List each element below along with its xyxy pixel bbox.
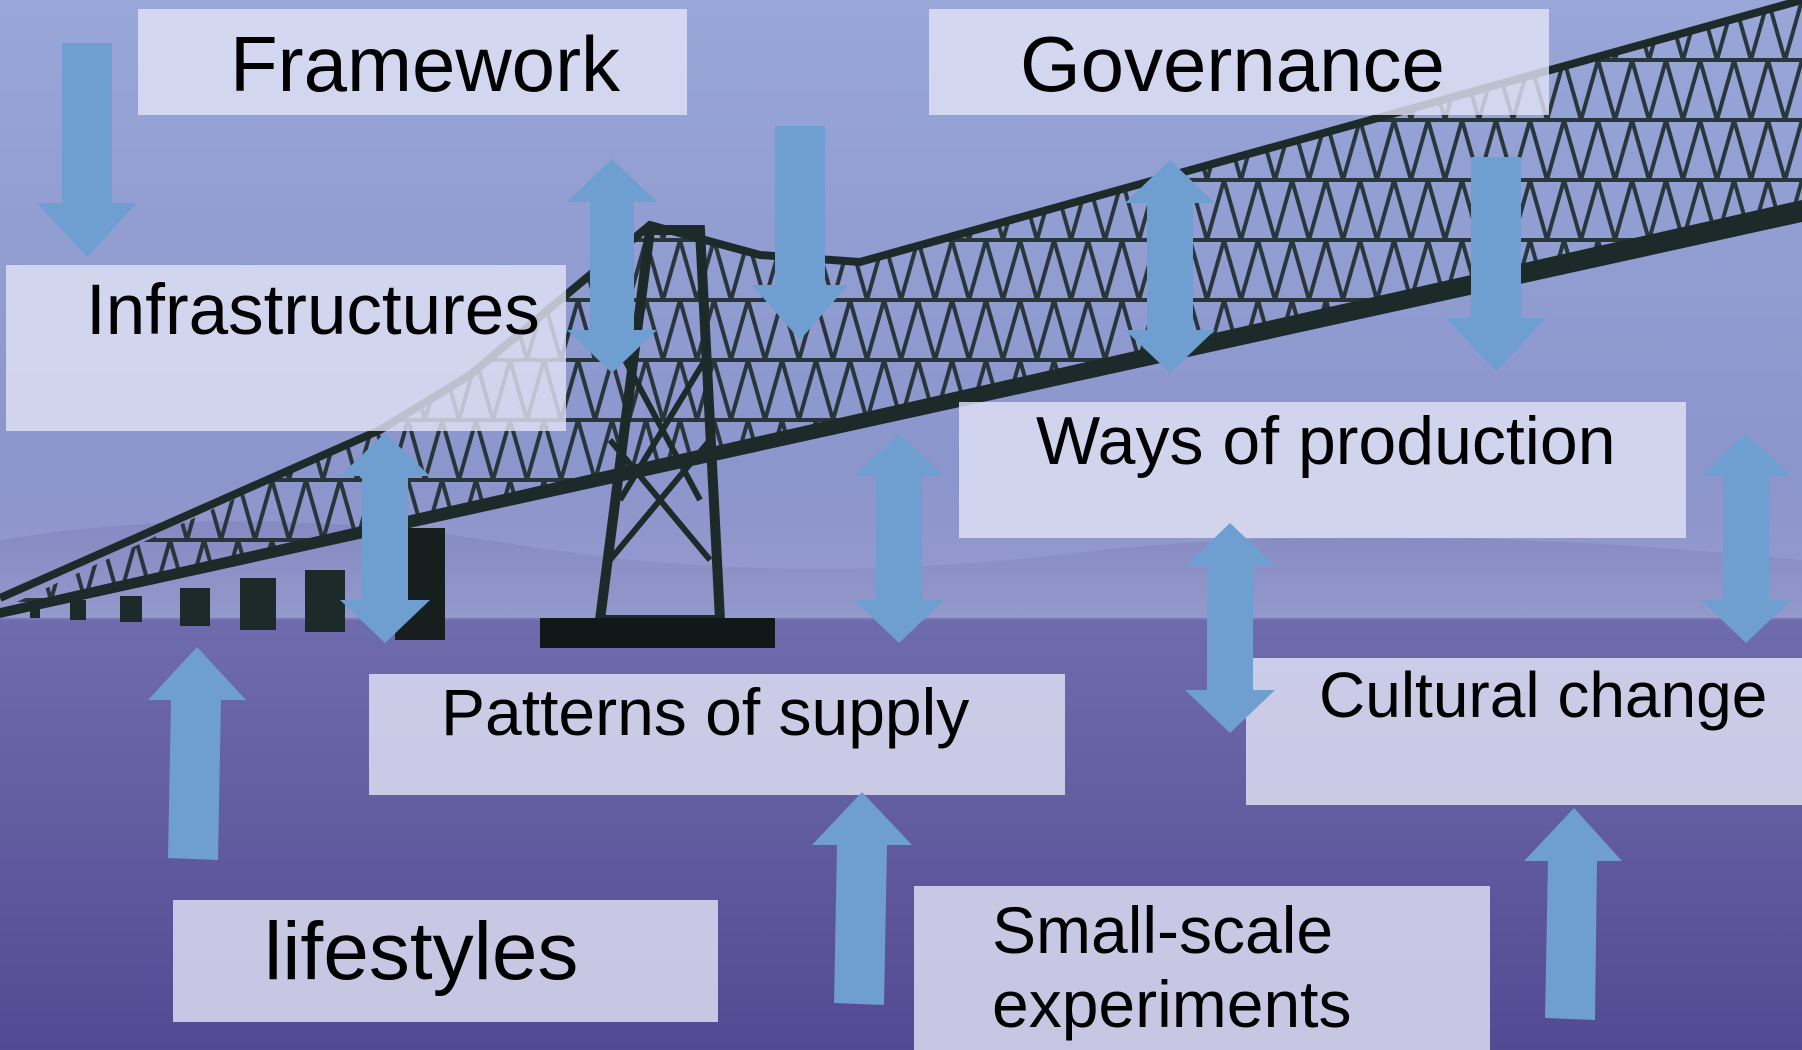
double-arrow-right-edge [1701, 433, 1791, 643]
arrow-small-scale-to-patterns [812, 792, 912, 1005]
arrow-governance-to-cultural [1446, 157, 1546, 372]
infrastructures-text: Infrastructures [86, 271, 540, 350]
framework-label: Framework [138, 9, 687, 115]
governance-label: Governance [929, 9, 1549, 115]
small-scale-experiments-label: Small-scale experiments [914, 886, 1490, 1050]
arrow-governance-down [752, 126, 848, 340]
double-arrow-framework-governance [567, 159, 657, 373]
double-arrow-ways-cultural [1185, 523, 1275, 733]
infrastructures-label: Infrastructures [6, 265, 566, 431]
double-arrow-governance-ways [1125, 160, 1215, 373]
small-scale-experiments-text: Small-scale experiments [992, 893, 1352, 1041]
lifestyles-text: lifestyles [264, 906, 579, 997]
arrow-lifestyles-up [148, 647, 246, 860]
cultural-change-label: Cultural change [1246, 658, 1802, 805]
patterns-of-supply-text: Patterns of supply [441, 675, 970, 749]
cultural-change-text: Cultural change [1319, 659, 1768, 731]
lifestyles-label: lifestyles [173, 900, 718, 1022]
arrow-framework-to-infrastructures [37, 43, 137, 257]
double-arrow-patterns-ways [854, 433, 944, 643]
ways-of-production-label: Ways of production [959, 402, 1686, 538]
ways-of-production-text: Ways of production [1036, 403, 1616, 479]
framework-text: Framework [230, 20, 621, 108]
patterns-of-supply-label: Patterns of supply [369, 674, 1065, 795]
governance-text: Governance [1020, 20, 1445, 108]
double-arrow-infrastructures-patterns [340, 433, 430, 643]
arrow-to-cultural-change-up [1524, 808, 1622, 1020]
